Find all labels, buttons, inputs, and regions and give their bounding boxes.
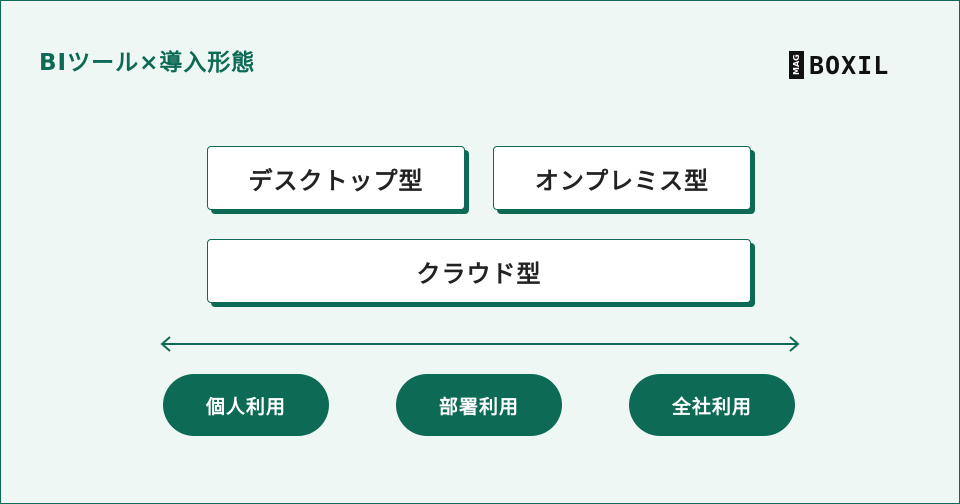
department-use-pill: 部署利用 — [396, 374, 562, 436]
scope-double-arrow — [160, 336, 800, 352]
company-use-label: 全社利用 — [671, 395, 752, 418]
onpremise-type-label: オンプレミス型 — [534, 166, 710, 195]
logo-mag-badge: MAG — [789, 51, 804, 79]
logo-wordmark: BOXIL — [809, 50, 890, 80]
boxil-logo: MAG BOXIL — [789, 49, 889, 81]
individual-use-pill: 個人利用 — [163, 374, 329, 436]
diagram-title: BIツール×導入形態 — [39, 50, 256, 76]
company-use-pill: 全社利用 — [629, 374, 795, 436]
department-use-label: 部署利用 — [438, 395, 519, 418]
cloud-type-label: クラウド型 — [416, 259, 542, 288]
desktop-type-label: デスクトップ型 — [248, 166, 424, 195]
desktop-type-box: デスクトップ型 — [207, 146, 465, 210]
cloud-type-box: クラウド型 — [207, 239, 751, 303]
onpremise-type-box: オンプレミス型 — [493, 146, 751, 210]
individual-use-label: 個人利用 — [205, 395, 286, 418]
